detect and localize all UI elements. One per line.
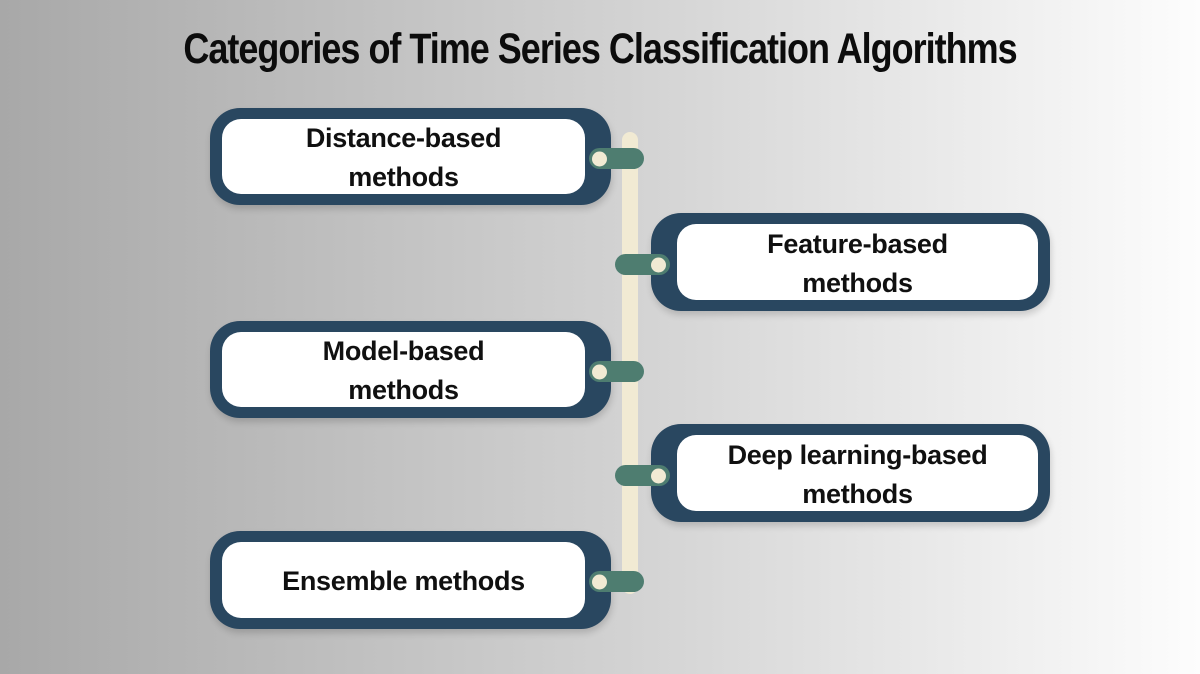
connector-pill-deep-learning-based	[615, 465, 670, 486]
category-label-line: methods	[348, 162, 459, 192]
connector-dot	[651, 468, 666, 483]
connector-dot	[592, 151, 607, 166]
connector-dot	[592, 364, 607, 379]
category-label: Deep learning-based methods	[728, 433, 988, 514]
category-box-deep-learning-based: Deep learning-based methods	[651, 424, 1050, 522]
category-label: Ensemble methods	[282, 559, 525, 601]
connector-pill-feature-based	[615, 254, 670, 275]
connector-pill-model-based	[589, 361, 644, 382]
category-box-inner: Model-based methods	[222, 332, 585, 407]
connector-pill-ensemble	[589, 571, 644, 592]
category-label-line: methods	[348, 375, 459, 405]
category-label-line: Model-based	[322, 336, 485, 366]
category-label-line: Ensemble methods	[282, 566, 525, 596]
connector-dot	[651, 257, 666, 272]
category-label-line: Feature-based	[767, 228, 948, 259]
connector-dot	[592, 574, 607, 589]
category-label-line: Distance-based	[305, 123, 502, 153]
diagram-title: Categories of Time Series Classification…	[183, 24, 1017, 73]
category-box-distance-based: Distance-based methods	[210, 108, 611, 205]
category-box-inner: Ensemble methods	[222, 542, 585, 618]
category-box-feature-based: Feature-based methods	[651, 213, 1050, 311]
category-label-line: methods	[802, 478, 913, 509]
category-label-line: Deep learning-based	[727, 439, 988, 470]
category-label-line: methods	[802, 267, 913, 298]
connector-pill-distance-based	[589, 148, 644, 169]
category-label: Distance-based methods	[305, 116, 502, 197]
category-box-inner: Feature-based methods	[677, 224, 1038, 300]
category-box-inner: Deep learning-based methods	[677, 435, 1038, 511]
category-box-inner: Distance-based methods	[222, 119, 585, 194]
category-box-ensemble: Ensemble methods	[210, 531, 611, 629]
category-label: Feature-based methods	[767, 222, 948, 303]
category-label: Model-based methods	[323, 329, 485, 410]
category-box-model-based: Model-based methods	[210, 321, 611, 418]
